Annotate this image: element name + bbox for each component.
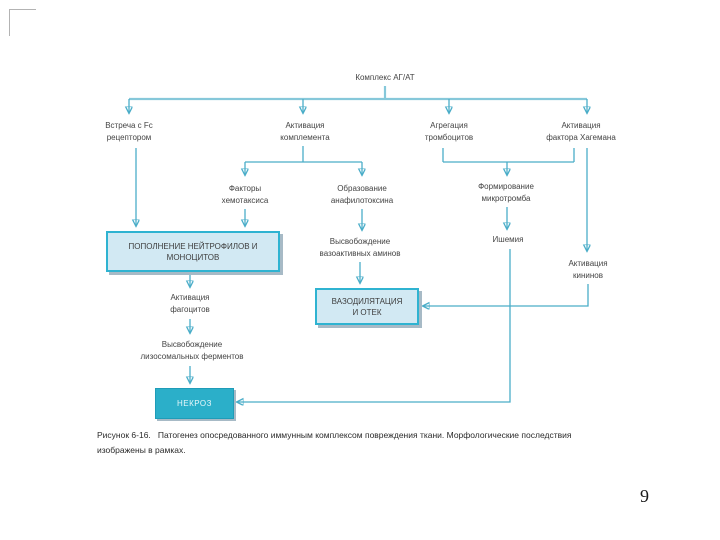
node-kinin-activation: Активация кининов bbox=[568, 259, 608, 280]
node-complement-activation: Активация комплемента bbox=[280, 121, 330, 142]
node-anaphylatoxin-formation: Образование анафилотоксина bbox=[330, 184, 394, 205]
arrow-ischemia-to-necrosis bbox=[237, 249, 511, 402]
node-chemotaxis-factors: Факторы хемотаксиса bbox=[221, 184, 269, 205]
node-fc-receptor: Встреча с Fc рецептором bbox=[105, 121, 153, 142]
outcome-box-necrosis: НЕКРОЗ bbox=[155, 388, 234, 419]
figure-caption: Рисунок 6-16. Патогенез опосредованного … bbox=[97, 430, 572, 455]
outcome-box-vasodilation-edema: ВАЗОДИЛЯТАЦИЯ И ОТЕК bbox=[315, 288, 419, 325]
node-phagocyte-activation: Активация фагоцитов bbox=[170, 293, 210, 314]
outcome-box-neutrophils-monocytes: ПОПОЛНЕНИЕ НЕЙТРОФИЛОВ И МОНОЦИТОВ bbox=[106, 231, 280, 272]
arrow-kinins-to-vasodilation bbox=[423, 284, 589, 306]
node-antigen-antibody-complex: Комплекс АГ/АТ bbox=[355, 73, 415, 82]
connector-brackets bbox=[245, 146, 575, 163]
node-vasoactive-amines-release: Высвобождение вазоактивных аминов bbox=[319, 237, 401, 258]
node-microthrombus-formation: Формирование микротромба bbox=[478, 182, 534, 203]
page-number: 9 bbox=[640, 486, 649, 506]
node-lysosomal-enzymes-release: Высвобождение лизосомальных ферментов bbox=[140, 340, 244, 361]
connector-root-distribution bbox=[129, 86, 587, 101]
slide-corner-mark bbox=[9, 9, 36, 36]
node-ischemia: Ишемия bbox=[492, 235, 524, 244]
node-platelet-aggregation: Агрегация тромбоцитов bbox=[424, 121, 474, 142]
node-hageman-factor-activation: Активация фактора Хагемана bbox=[546, 121, 616, 142]
